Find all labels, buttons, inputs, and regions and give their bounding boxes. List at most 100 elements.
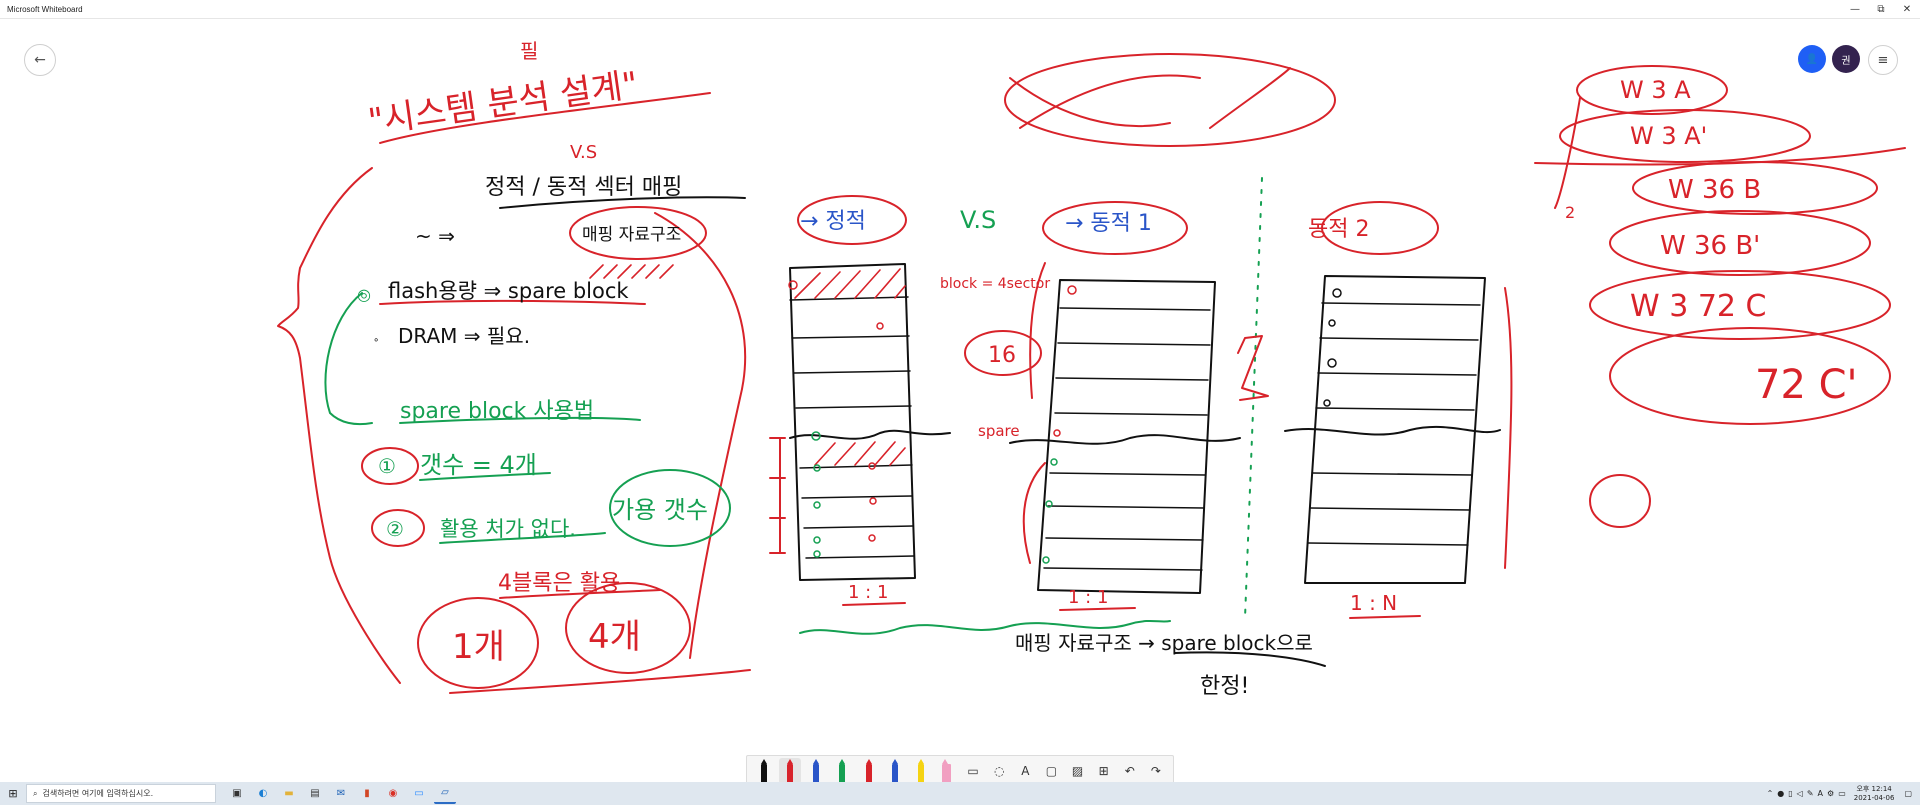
window-title: Microsoft Whiteboard bbox=[7, 4, 83, 14]
undo-button[interactable]: ↶ bbox=[1119, 758, 1141, 784]
four-blocks-label: 4블록은 활용 bbox=[498, 571, 620, 596]
language-icon[interactable]: A bbox=[1817, 789, 1824, 798]
search-placeholder: 검색하려면 여기에 입력하십시오. bbox=[42, 789, 154, 798]
avatar-initial: 권 bbox=[1841, 55, 1851, 67]
spare-note: spare bbox=[978, 422, 1020, 440]
sixteen-label: 16 bbox=[988, 343, 1016, 368]
maximize-button[interactable]: ⧉ bbox=[1877, 3, 1885, 15]
dram-bullet: ∘ bbox=[373, 335, 379, 346]
item2-number: ② bbox=[386, 517, 404, 541]
pen-icon[interactable]: ✎ bbox=[1806, 789, 1814, 798]
text-tool[interactable]: A bbox=[1014, 758, 1036, 784]
four-units-label: 4개 bbox=[588, 617, 641, 657]
board-title: "시스템 분석 설계" bbox=[366, 64, 641, 141]
system-tray: ⌃ ● ▯ ◁ ✎ A ⚙ ▭ 오후 12:14 2021-04-06 ▢ bbox=[1765, 782, 1914, 805]
arrow-symbol: ~ ⇒ bbox=[415, 224, 455, 248]
image-tool[interactable]: ▨ bbox=[1067, 758, 1089, 784]
notification-icon[interactable]: ▢ bbox=[1904, 789, 1912, 798]
pen-green-tool[interactable] bbox=[831, 758, 853, 784]
keyboard-icon[interactable]: ▭ bbox=[1838, 789, 1846, 798]
start-button[interactable]: ⊞ bbox=[0, 782, 26, 805]
taskbar-apps: ▣ ◐ ▬ ▤ ✉ ▮ ◉ ▭ ▱ bbox=[224, 784, 458, 804]
flash-bullet: ◎ bbox=[357, 285, 371, 304]
highlighter-tool[interactable] bbox=[910, 758, 932, 784]
list-row-6: 72 C' bbox=[1755, 362, 1858, 408]
pen-blue-2-icon bbox=[891, 759, 898, 784]
office-icon[interactable]: ▮ bbox=[364, 788, 370, 799]
insert-tool[interactable]: ⊞ bbox=[1093, 758, 1115, 784]
search-icon: ⌕ bbox=[33, 788, 38, 798]
hamburger-icon: ≡ bbox=[1877, 52, 1889, 68]
undo-icon: ↶ bbox=[1124, 764, 1135, 778]
mail-icon[interactable]: ✉ bbox=[336, 788, 346, 799]
note-tool[interactable]: ▢ bbox=[1040, 758, 1062, 784]
avatar-user[interactable]: 권 bbox=[1832, 45, 1860, 73]
lasso-icon: ◌ bbox=[993, 764, 1005, 778]
usable-count-label: 가용 갯수 bbox=[612, 496, 708, 524]
clock-date: 2021-04-06 bbox=[1853, 793, 1895, 802]
flash-line: flash용량 ⇒ spare block bbox=[388, 279, 629, 303]
redo-button[interactable]: ↷ bbox=[1145, 758, 1167, 784]
whiteboard-canvas[interactable]: "시스템 분석 설계" 필 V.S 정적 / 동적 섹터 매핑 매핑 자료구조 … bbox=[0, 18, 1920, 782]
pen-black-icon bbox=[761, 759, 768, 784]
store-icon[interactable]: ▤ bbox=[310, 788, 320, 799]
pen-green-icon bbox=[839, 759, 846, 784]
zoom-icon[interactable]: ▭ bbox=[414, 788, 424, 799]
list-row-3: W 36 B bbox=[1668, 175, 1761, 205]
dynamic2-label: 동적 2 bbox=[1308, 217, 1369, 242]
pen-blue-2-tool[interactable] bbox=[884, 758, 906, 784]
dram-line: DRAM ⇒ 필요. bbox=[398, 324, 530, 348]
chevron-up-icon[interactable]: ⌃ bbox=[1766, 789, 1774, 798]
spare-usage-heading: spare block 사용법 bbox=[400, 399, 594, 424]
task-view-icon[interactable]: ▣ bbox=[232, 788, 242, 799]
pen-red-tool[interactable] bbox=[779, 758, 802, 784]
pen-blue-icon bbox=[813, 759, 820, 784]
limit-note: 한정! bbox=[1200, 674, 1249, 699]
ruler-tool[interactable]: ▭ bbox=[962, 758, 984, 784]
close-button[interactable]: ✕ bbox=[1902, 3, 1912, 15]
pen-red-icon bbox=[787, 759, 794, 784]
minimize-button[interactable]: — bbox=[1850, 3, 1860, 15]
microphone-icon[interactable]: ● bbox=[1777, 789, 1785, 798]
taskbar-clock[interactable]: 오후 12:14 2021-04-06 bbox=[1854, 785, 1895, 803]
mapping-table-label: 매핑 자료구조 bbox=[582, 225, 681, 245]
list-row-1: W 3 A bbox=[1620, 76, 1691, 104]
dynamic1-label: → 동적 1 bbox=[1065, 211, 1152, 236]
edge-icon[interactable]: ◐ bbox=[258, 788, 268, 799]
list-row-5: W 3 72 C bbox=[1630, 289, 1766, 324]
eraser-tool[interactable] bbox=[936, 758, 958, 784]
pen-blue-tool[interactable] bbox=[805, 758, 827, 784]
sector-mapping-heading: 정적 / 동적 섹터 매핑 bbox=[485, 175, 682, 200]
settings-icon[interactable]: ⚙ bbox=[1827, 789, 1835, 798]
user-icon: 👤 bbox=[1805, 53, 1819, 65]
pen-black-tool[interactable] bbox=[753, 758, 775, 784]
volume-icon[interactable]: ◁ bbox=[1796, 789, 1803, 798]
chrome-icon[interactable]: ◉ bbox=[388, 788, 398, 799]
pen-red-2-tool[interactable] bbox=[858, 758, 880, 784]
settings-menu-button[interactable]: ≡ bbox=[1868, 45, 1898, 75]
back-button[interactable]: ← bbox=[24, 44, 56, 76]
ratio-dynamic2: 1 : N bbox=[1350, 591, 1397, 615]
ink-toolbar: ▭ ◌ A ▢ ▨ ⊞ ↶ ↷ bbox=[746, 755, 1174, 787]
network-icon[interactable]: ▯ bbox=[1788, 789, 1793, 798]
ruler-icon: ▭ bbox=[967, 764, 979, 778]
static-label: → 정적 bbox=[800, 209, 866, 234]
redo-icon: ↷ bbox=[1150, 764, 1161, 778]
eraser-icon bbox=[942, 759, 952, 784]
taskbar: ⊞ ⌕ 검색하려면 여기에 입력하십시오. ▣ ◐ ▬ ▤ ✉ ▮ ◉ ▭ ▱ … bbox=[0, 782, 1920, 805]
item1-text: 갯수 = 4개 bbox=[420, 451, 537, 479]
taskbar-search[interactable]: ⌕ 검색하려면 여기에 입력하십시오. bbox=[26, 784, 216, 803]
ink-left-brace bbox=[277, 167, 401, 684]
window-controls: — ⧉ ✕ bbox=[1842, 0, 1920, 18]
text-icon: A bbox=[1021, 764, 1030, 778]
windows-icon: ⊞ bbox=[8, 787, 18, 800]
ratio-static: 1 : 1 bbox=[848, 582, 888, 603]
board-title-mark: 필 bbox=[520, 39, 538, 63]
note-icon: ▢ bbox=[1045, 764, 1058, 778]
list-row-4: W 36 B' bbox=[1660, 231, 1760, 261]
avatar-guest[interactable]: 👤 bbox=[1798, 45, 1826, 73]
file-explorer-icon[interactable]: ▬ bbox=[284, 788, 294, 799]
highlighter-icon bbox=[917, 759, 924, 784]
lasso-tool[interactable]: ◌ bbox=[988, 758, 1010, 784]
whiteboard-icon[interactable]: ▱ bbox=[434, 784, 456, 804]
